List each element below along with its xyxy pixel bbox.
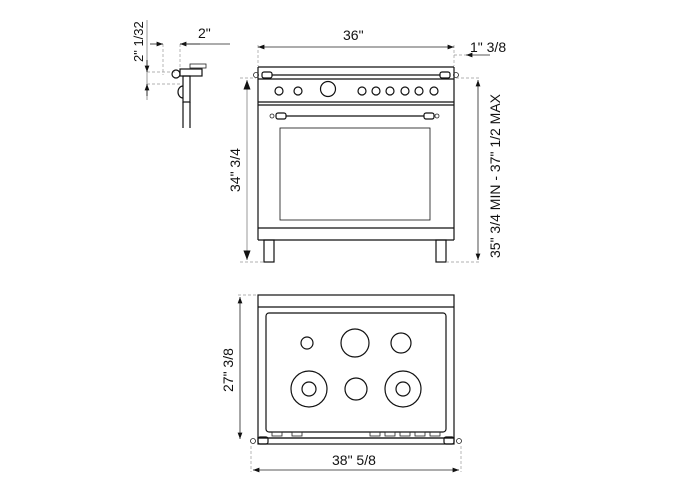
width-label: 36" [343, 27, 364, 43]
front-view: 36" 1" 3/8 [227, 27, 506, 263]
side-depth-label: 2" [198, 25, 211, 41]
control-knobs [274, 80, 439, 98]
handle-projection-label: 1" 3/8 [470, 39, 506, 55]
side-height-label: 2" 1/32 [131, 21, 146, 62]
overall-width-label: 38" 5/8 [332, 452, 376, 468]
depth-label: 27" 3/8 [220, 348, 236, 392]
front-knobs-top [271, 431, 441, 437]
side-view: 2" 2" 1/32 [131, 20, 230, 128]
total-height-label: 35" 3/4 MIN - 37" 1/2 MAX [487, 93, 503, 258]
body-height-label: 34" 3/4 [227, 148, 243, 192]
burners [290, 328, 422, 408]
top-view: 27" 3/8 38" 5/8 [220, 294, 462, 473]
